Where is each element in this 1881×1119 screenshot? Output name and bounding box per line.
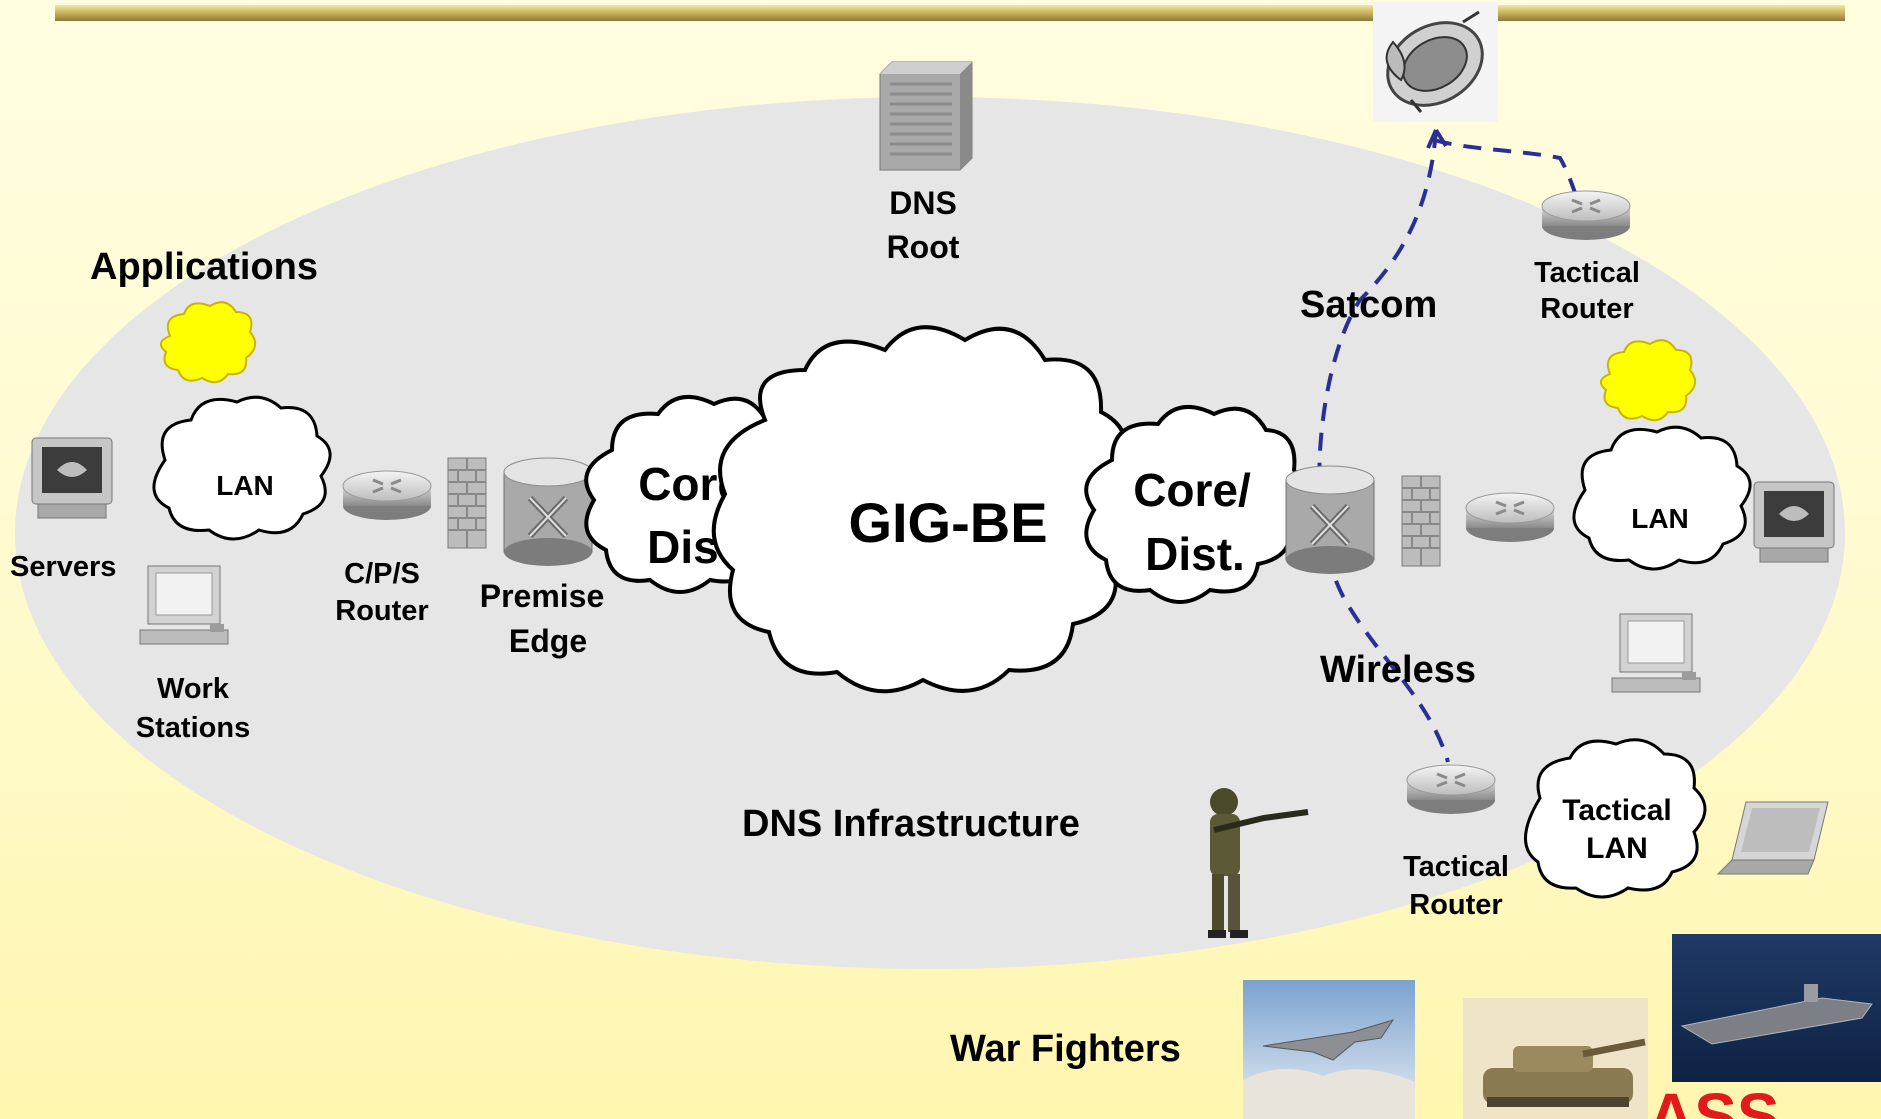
top-header-bar <box>55 5 1845 21</box>
tactical-router-bottom-line1: Tactical <box>1403 851 1509 883</box>
tactical-router-top-line2: Router <box>1540 293 1633 325</box>
wireless-label: Wireless <box>1320 649 1476 691</box>
router-icon <box>1464 491 1556 544</box>
router-icon <box>1405 763 1497 816</box>
soldier-image <box>1208 788 1309 938</box>
gig-be-cloud: GIG-BE <box>711 325 1135 694</box>
core-dist-right-line1: Core/ <box>1133 464 1251 516</box>
satcom-label: Satcom <box>1300 284 1437 326</box>
tactical-router-bottom-line2: Router <box>1409 889 1502 921</box>
switch-router-icon <box>1286 466 1374 574</box>
router-icon <box>341 469 433 522</box>
lan-right-label: LAN <box>1631 503 1689 534</box>
application-cloud-icon <box>1599 339 1697 422</box>
tactical-router-top-line1: Tactical <box>1534 257 1640 289</box>
applications-label: Applications <box>90 246 318 288</box>
switch-router-icon <box>504 458 592 566</box>
dns-server-icon <box>879 61 973 171</box>
dns-infrastructure-label: DNS Infrastructure <box>742 803 1080 845</box>
cps-router-label-line1: C/P/S <box>344 558 420 590</box>
tactical-lan-line2: LAN <box>1586 832 1648 865</box>
work-stations-label-line2: Stations <box>136 712 250 744</box>
server-monitor-icon <box>31 437 113 519</box>
application-cloud-icon <box>159 301 257 384</box>
tactical-lan-cloud: Tactical LAN <box>1524 738 1707 899</box>
dns-root-label-line2: Root <box>887 229 960 265</box>
workstation-icon <box>1611 613 1701 693</box>
work-stations-label-line1: Work <box>157 673 230 705</box>
premise-edge-label-line2: Edge <box>509 623 587 659</box>
lan-right-cloud: LAN <box>1572 425 1752 571</box>
core-dist-right-line2: Dist. <box>1145 528 1245 580</box>
core-dist-right-cloud: Core/ Dist. <box>1084 405 1304 604</box>
premise-edge-label-line1: Premise <box>480 578 605 614</box>
satcom-arrowhead <box>1426 128 1448 149</box>
workstation-icon <box>139 565 229 645</box>
satellite-icon <box>1373 2 1498 122</box>
gig-be-label: GIG-BE <box>848 491 1047 554</box>
laptop-icon <box>1717 801 1829 875</box>
fighter-jet-image <box>1243 980 1415 1119</box>
firewall-icon <box>1401 475 1441 567</box>
war-fighters-label: War Fighters <box>950 1028 1181 1070</box>
lan-left-cloud: LAN <box>152 395 332 541</box>
tactical-lan-line1: Tactical <box>1562 794 1672 827</box>
corner-red-text: ASS <box>1648 1080 1780 1119</box>
aircraft-carrier-image <box>1672 934 1881 1082</box>
satcom-wireless-link <box>1317 129 1582 763</box>
tank-image <box>1463 998 1648 1119</box>
firewall-icon <box>447 457 487 549</box>
lan-left-label: LAN <box>216 470 274 501</box>
server-monitor-icon <box>1753 481 1835 563</box>
servers-label: Servers <box>10 551 116 583</box>
cps-router-label-line2: Router <box>335 595 428 627</box>
dns-root-label-line1: DNS <box>889 185 957 221</box>
router-icon <box>1540 189 1632 242</box>
